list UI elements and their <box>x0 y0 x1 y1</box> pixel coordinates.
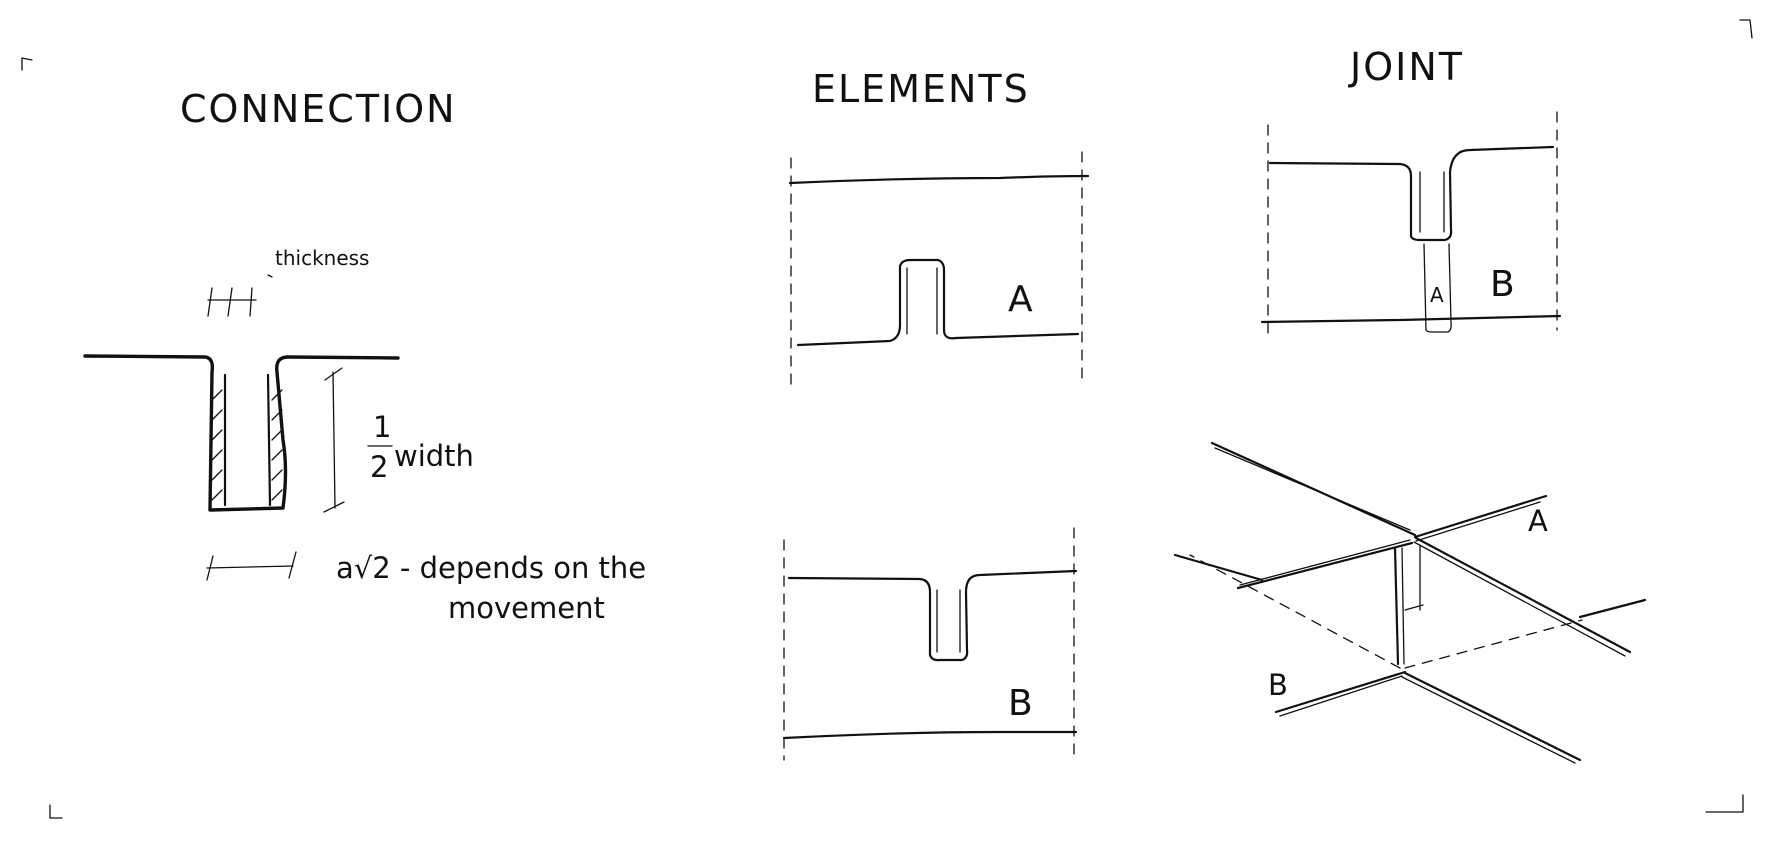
half-numerator: 1 <box>373 410 391 444</box>
iso-a-label: A <box>1528 504 1548 538</box>
depth-dimension <box>323 367 345 513</box>
element-b-diagram <box>782 527 1078 761</box>
elements-title: ELEMENTS <box>812 67 1030 111</box>
element-a-label: A <box>1008 279 1033 320</box>
element-b-label: B <box>1008 683 1033 724</box>
connection-slot-diagram <box>83 354 400 512</box>
joint-inner-a-label: A <box>1430 283 1444 307</box>
formula-text-line2: movement <box>448 591 605 625</box>
joint-title: JOINT <box>1348 45 1464 89</box>
crop-marks <box>21 19 1753 819</box>
half-denominator: 2 <box>370 450 388 484</box>
connection-title: CONNECTION <box>180 87 457 131</box>
width-label: width <box>394 439 474 473</box>
element-a-diagram <box>788 151 1090 391</box>
joint-section-diagram <box>1260 111 1562 341</box>
width-dimension <box>206 551 297 581</box>
thickness-dimension <box>207 274 273 317</box>
formula-text: a√2 - depends on the <box>336 551 646 585</box>
thickness-label: thickness <box>275 246 369 270</box>
joint-isometric-diagram <box>1173 441 1647 764</box>
joint-b-label: B <box>1490 264 1515 305</box>
iso-b-label: B <box>1268 668 1288 702</box>
